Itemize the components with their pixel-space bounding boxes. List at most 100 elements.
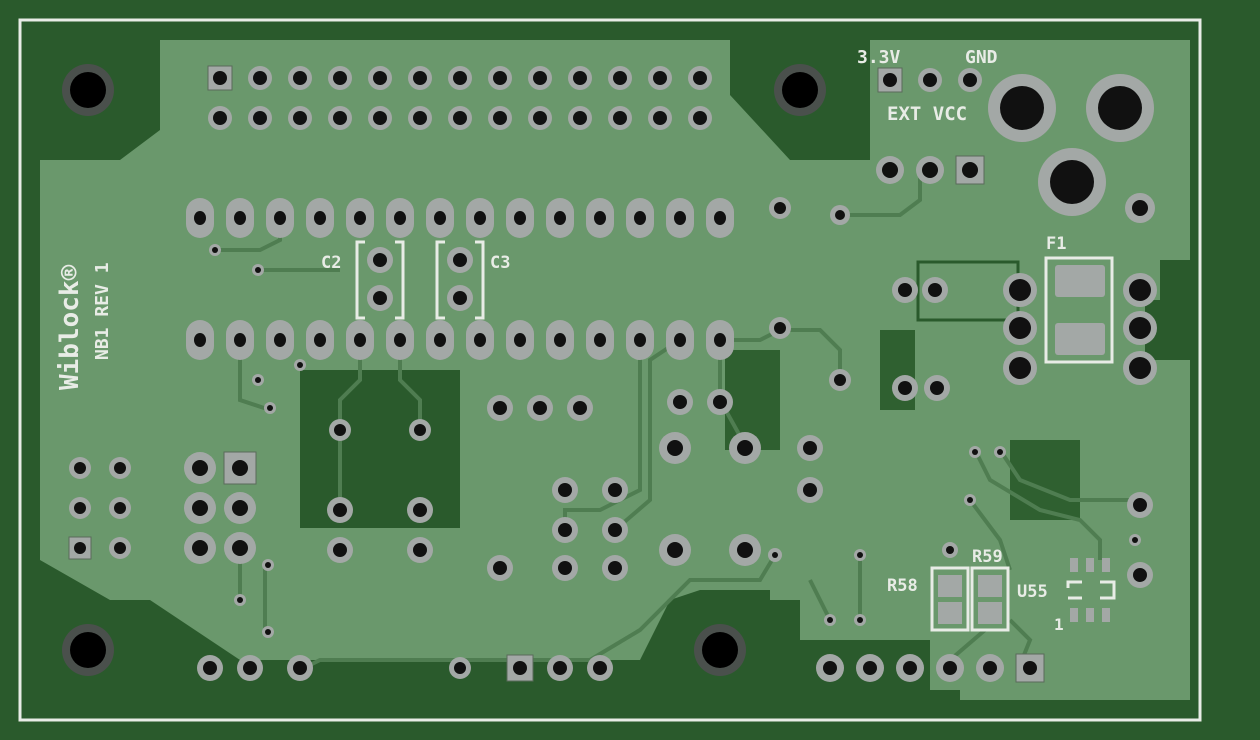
drill-hole: [903, 661, 917, 675]
round-pad: [288, 66, 312, 90]
oval-pad: [706, 320, 734, 360]
round-pad: [1003, 311, 1037, 345]
label-r58: R58: [887, 576, 918, 596]
drill-hole: [453, 291, 467, 305]
round-pad: [488, 66, 512, 90]
drill-hole: [514, 211, 526, 225]
round-pad: [964, 494, 976, 506]
drill-hole: [274, 333, 286, 347]
drill-hole: [212, 247, 218, 253]
board-outline: [18, 18, 1202, 722]
round-pad: [892, 277, 918, 303]
drill-hole: [114, 502, 126, 514]
oval-pad: [386, 320, 414, 360]
drill-hole: [774, 202, 786, 214]
drill-hole: [333, 503, 347, 517]
drill-hole: [114, 462, 126, 474]
round-pad: [447, 285, 473, 311]
label-f1: F1: [1046, 234, 1066, 254]
silkscreen-outlines: [355, 240, 1116, 632]
round-pad: [896, 654, 924, 682]
mounting-hole: [702, 632, 738, 668]
drill-hole: [1050, 160, 1094, 204]
drill-hole: [673, 395, 687, 409]
round-pad: [407, 497, 433, 523]
round-pad: [448, 106, 472, 130]
round-pad: [69, 457, 91, 479]
drill-hole: [558, 561, 572, 575]
oval-pad: [186, 198, 214, 238]
drill-hole: [827, 617, 833, 623]
drill-hole: [554, 211, 566, 225]
drill-hole: [898, 381, 912, 395]
drill-hole: [192, 540, 208, 556]
round-pad: [368, 66, 392, 90]
drill-hole: [533, 401, 547, 415]
drill-hole: [883, 73, 897, 87]
label-u55: U55: [1017, 582, 1048, 602]
round-pad: [1129, 534, 1141, 546]
drill-hole: [593, 661, 607, 675]
trace: [563, 340, 642, 530]
drill-hole: [962, 162, 978, 178]
drill-hole: [772, 552, 778, 558]
drill-hole: [74, 462, 86, 474]
drill-hole: [608, 523, 622, 537]
round-pad: [447, 247, 473, 273]
square-pad: [877, 67, 903, 93]
mounting-hole: [70, 632, 106, 668]
drill-hole: [674, 211, 686, 225]
drill-hole: [213, 71, 227, 85]
drill-hole: [434, 211, 446, 225]
round-pad: [1038, 148, 1106, 216]
label-r59: R59: [972, 547, 1003, 567]
drill-hole: [243, 661, 257, 675]
oval-pad: [466, 198, 494, 238]
drill-hole: [594, 333, 606, 347]
drill-hole: [1132, 537, 1138, 543]
oval-pad: [346, 198, 374, 238]
drill-hole: [930, 381, 944, 395]
oval-pad: [186, 320, 214, 360]
round-pad: [408, 106, 432, 130]
drill-hole: [967, 497, 973, 503]
round-pad: [409, 419, 431, 441]
oval-pad: [266, 320, 294, 360]
oval-pad: [306, 198, 334, 238]
round-pad: [209, 244, 221, 256]
drill-hole: [573, 71, 587, 85]
round-pad: [552, 555, 578, 581]
drill-hole: [1132, 200, 1148, 216]
drill-hole: [394, 333, 406, 347]
round-pad: [368, 106, 392, 130]
round-pad: [936, 654, 964, 682]
drill-hole: [373, 291, 387, 305]
mounting-hole: [70, 72, 106, 108]
drill-hole: [354, 333, 366, 347]
round-pad: [248, 106, 272, 130]
round-pad: [567, 395, 593, 421]
drill-hole: [474, 211, 486, 225]
oval-pad: [386, 198, 414, 238]
oval-pad: [506, 198, 534, 238]
drill-hole: [553, 661, 567, 675]
oval-pad: [506, 320, 534, 360]
label-3v3: 3.3V: [857, 47, 901, 68]
trace: [840, 170, 922, 217]
drill-hole: [1129, 357, 1151, 379]
drill-hole: [114, 542, 126, 554]
round-pad: [688, 106, 712, 130]
round-pad: [252, 374, 264, 386]
drill-hole: [414, 424, 426, 436]
drill-hole: [1009, 357, 1031, 379]
drill-hole: [1009, 317, 1031, 339]
drill-hole: [234, 211, 246, 225]
drill-hole: [413, 71, 427, 85]
round-pad: [224, 492, 256, 524]
round-pad: [797, 435, 823, 461]
drill-hole: [474, 333, 486, 347]
drill-hole: [434, 333, 446, 347]
drill-hole: [194, 211, 206, 225]
drill-hole: [454, 662, 466, 674]
drill-hole: [533, 71, 547, 85]
